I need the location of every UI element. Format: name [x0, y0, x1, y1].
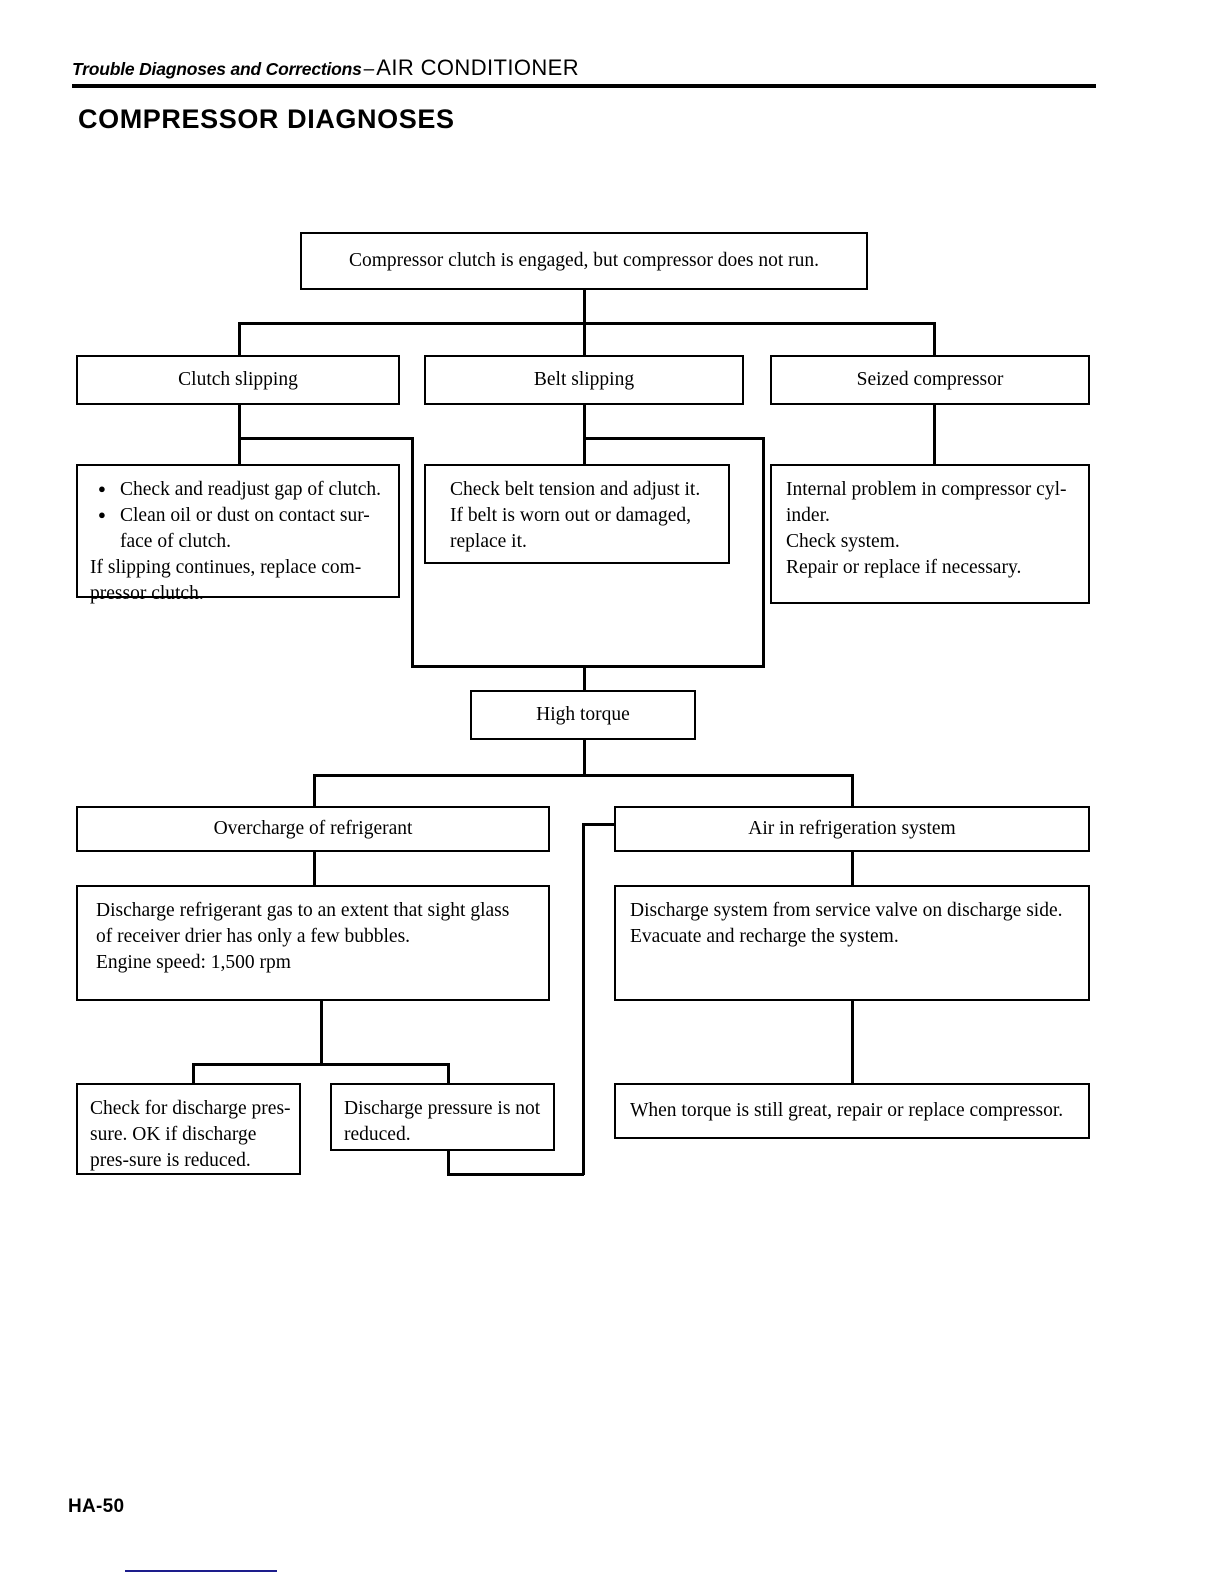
seized-actions-line-3: Check system. — [786, 531, 900, 552]
clutch-actions-note: If slipping continues, replace com-press… — [90, 557, 362, 604]
flow-node-air-actions: Discharge system from service valve on d… — [614, 885, 1090, 1001]
flow-node-root: Compressor clutch is engaged, but compre… — [300, 232, 868, 290]
header-divider-rule — [72, 84, 1096, 88]
clutch-actions-bullet-list: Check and readjust gap of clutch. Clean … — [90, 476, 390, 555]
flow-node-belt-slipping: Belt slipping — [424, 355, 744, 405]
connector-loopback-right — [447, 1173, 584, 1176]
connector-to-clutch — [238, 322, 241, 360]
connector-clutch-down — [238, 405, 241, 467]
belt-actions-line-2: If belt is worn out or damaged, — [450, 505, 691, 526]
footer-rule — [125, 1570, 277, 1572]
flow-node-belt-actions-content: Check belt tension and adjust it. If bel… — [450, 477, 720, 555]
flow-node-seized-actions: Internal problem in compressor cyl- inde… — [770, 464, 1090, 604]
flow-node-result-ok-label: Check for discharge pres-sure. OK if dis… — [90, 1098, 291, 1171]
connector-distribution-bar-1 — [238, 322, 935, 325]
flow-node-result-not-reduced: Discharge pressure is not reduced. — [330, 1083, 555, 1151]
flow-node-clutch-actions: Check and readjust gap of clutch. Clean … — [76, 464, 400, 604]
flow-node-overcharge: Overcharge of refrigerant — [76, 806, 550, 852]
connector-belt-to-merge — [583, 437, 765, 440]
connector-high-torque-down — [583, 740, 586, 776]
clutch-actions-bullet-1: Check and readjust gap of clutch. — [90, 476, 390, 503]
connector-loopback-into-air — [582, 823, 616, 826]
seized-actions-line-4: Repair or replace if necessary. — [786, 557, 1022, 578]
air-actions-line-2: Evacuate and recharge the system. — [630, 926, 899, 947]
flow-node-result-ok: Check for discharge pres-sure. OK if dis… — [76, 1083, 301, 1175]
connector-merge-to-high-torque — [583, 665, 586, 692]
flow-node-air-actions-content: Discharge system from service valve on d… — [630, 898, 1080, 950]
seized-actions-line-2: inder. — [786, 505, 830, 526]
connector-clutch-to-merge — [238, 437, 414, 440]
belt-actions-line-3: replace it. — [450, 531, 527, 552]
connector-loopback-down — [447, 1151, 450, 1175]
flow-node-seized-compressor-label: Seized compressor — [856, 369, 1004, 390]
overcharge-actions-line-2: of receiver drier has only a few bubbles… — [96, 926, 411, 947]
connector-root-down — [583, 290, 586, 324]
connector-merge-left-vertical — [411, 437, 414, 667]
flow-node-seized-compressor: Seized compressor — [770, 355, 1090, 405]
seized-actions-line-1: Internal problem in compressor cyl- — [786, 479, 1067, 500]
overcharge-actions-line-3: Engine speed: 1,500 rpm — [96, 952, 291, 973]
connector-loopback-vertical — [582, 823, 585, 1175]
flow-node-seized-actions-content: Internal problem in compressor cyl- inde… — [786, 477, 1080, 581]
clutch-actions-bullet-2: Clean oil or dust on contact sur-face of… — [90, 502, 390, 555]
flow-node-clutch-slipping-label: Clutch slipping — [178, 369, 298, 390]
connector-to-air — [851, 774, 854, 808]
page-title: COMPRESSOR DIAGNOSES — [78, 104, 455, 134]
flow-node-air-in-system-label: Air in refrigeration system — [748, 818, 956, 839]
flow-node-result-final-label: When torque is still great, repair or re… — [630, 1100, 1064, 1121]
flow-node-root-label: Compressor clutch is engaged, but compre… — [348, 250, 820, 271]
connector-overcharge-actions-down — [320, 1001, 323, 1065]
connector-air-actions-down — [851, 1001, 854, 1085]
flow-node-air-in-system: Air in refrigeration system — [614, 806, 1090, 852]
flow-node-result-final: When torque is still great, repair or re… — [614, 1083, 1090, 1139]
connector-to-result-not-reduced — [447, 1063, 450, 1085]
footer-page-number: HA-50 — [68, 1496, 125, 1517]
overcharge-actions-line-1: Discharge refrigerant gas to an extent t… — [96, 900, 510, 921]
page-header: Trouble Diagnoses and Corrections–AIR CO… — [72, 55, 1096, 81]
flow-node-clutch-slipping: Clutch slipping — [76, 355, 400, 405]
connector-overcharge-down — [313, 852, 316, 887]
flow-node-clutch-actions-content: Check and readjust gap of clutch. Clean … — [90, 476, 390, 607]
connector-seized-down — [933, 405, 936, 467]
connector-to-overcharge — [313, 774, 316, 808]
flow-node-belt-actions: Check belt tension and adjust it. If bel… — [424, 464, 730, 564]
connector-merge-bar — [411, 665, 765, 668]
flow-node-overcharge-label: Overcharge of refrigerant — [213, 818, 413, 839]
flow-node-overcharge-actions: Discharge refrigerant gas to an extent t… — [76, 885, 550, 1001]
connector-belt-down — [583, 405, 586, 467]
flow-node-belt-slipping-label: Belt slipping — [533, 369, 635, 390]
flow-node-overcharge-actions-content: Discharge refrigerant gas to an extent t… — [96, 898, 540, 976]
connector-result-split-bar — [192, 1063, 450, 1066]
flow-node-result-not-reduced-label: Discharge pressure is not reduced. — [344, 1098, 541, 1145]
connector-distribution-bar-2 — [313, 774, 853, 777]
connector-to-result-ok — [192, 1063, 195, 1085]
connector-to-belt — [583, 322, 586, 360]
air-actions-line-1: Discharge system from service valve on d… — [630, 900, 1063, 921]
connector-to-seized — [933, 322, 936, 360]
header-section-label: Trouble Diagnoses and Corrections — [72, 59, 362, 79]
connector-air-down — [851, 852, 854, 887]
connector-merge-right-vertical — [762, 437, 765, 667]
flow-node-high-torque-label: High torque — [536, 704, 630, 725]
header-dash: – — [363, 59, 375, 80]
belt-actions-line-1: Check belt tension and adjust it. — [450, 479, 701, 500]
header-system-label: AIR CONDITIONER — [376, 55, 580, 80]
flow-node-high-torque: High torque — [470, 690, 696, 740]
